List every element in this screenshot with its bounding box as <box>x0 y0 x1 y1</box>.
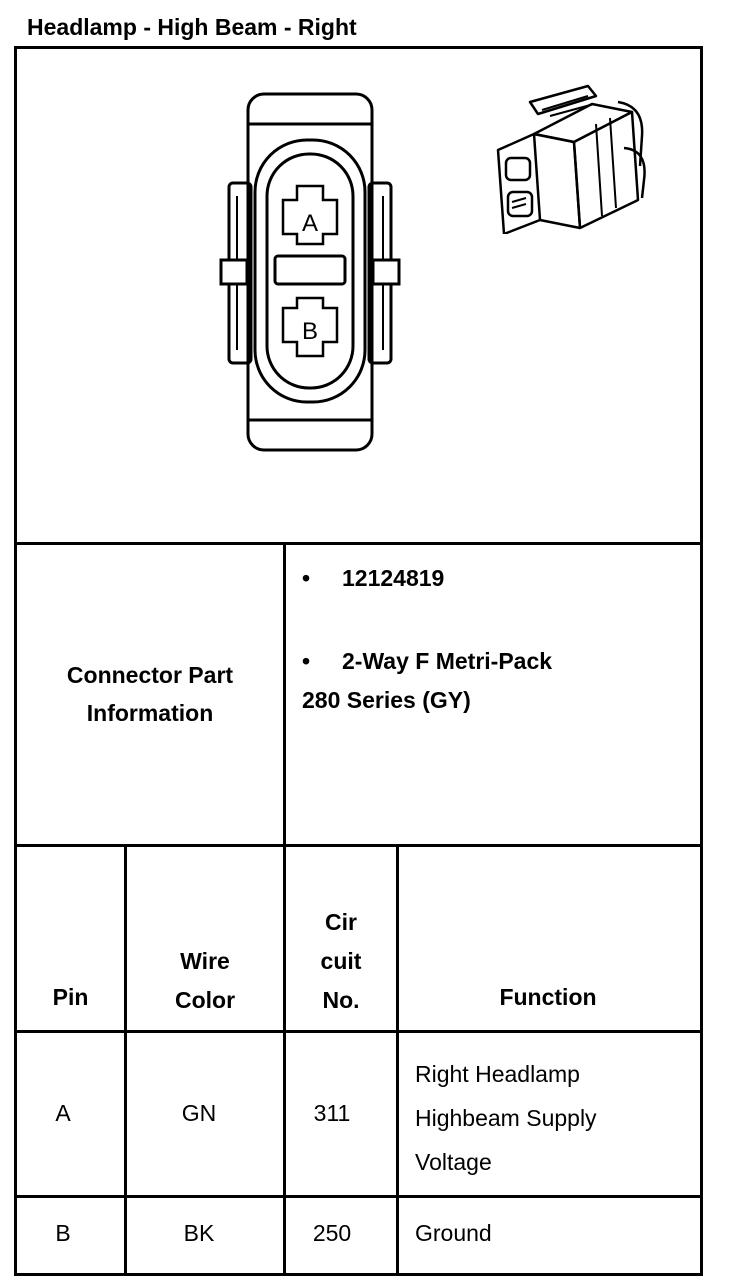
connector-info-label-line2: Information <box>86 700 214 726</box>
cavity-b-label: B <box>302 318 318 345</box>
row-a-wire-color: GN <box>181 1100 217 1126</box>
connector-type-line1: 2-Way F Metri-Pack <box>342 648 553 674</box>
connector-info-label: Connector Part Information <box>17 656 283 732</box>
header-wire-color-line2: Color <box>174 987 236 1013</box>
connector-info-label-line1: Connector Part <box>66 662 234 688</box>
row-divider-image <box>14 542 700 545</box>
bullet-dot: • <box>302 648 311 674</box>
cavity-a-label: A <box>302 210 318 237</box>
document-frame <box>14 46 703 1276</box>
connector-face-drawing: A B <box>215 88 405 458</box>
connector-type-bullet: • 2-Way F Metri-Pack 280 Series (GY) <box>302 642 552 720</box>
header-wire-color: Wire Color <box>127 942 283 1020</box>
row-b-wire-color: BK <box>183 1220 215 1246</box>
part-number-text: 12124819 <box>342 565 445 591</box>
column-divider-circuit <box>396 847 399 1273</box>
header-circuit-line2: cuit <box>320 948 362 974</box>
row-a-function-line2: Highbeam Supply <box>415 1105 597 1131</box>
row-divider-info <box>14 844 700 847</box>
row-divider-header <box>14 1030 700 1033</box>
header-circuit-number: Cir cuit No. <box>286 903 396 1020</box>
connector-isometric-drawing <box>492 84 652 236</box>
row-b-circuit: 250 <box>312 1220 352 1246</box>
part-number-bullet: • 12124819 <box>302 565 444 592</box>
header-circuit-line1: Cir <box>325 909 357 935</box>
row-a-pin: A <box>55 1100 71 1126</box>
row-a-function: Right Headlamp Highbeam Supply Voltage <box>415 1052 695 1184</box>
row-a-circuit: 311 <box>313 1100 351 1126</box>
header-function: Function <box>499 984 597 1010</box>
header-pin: Pin <box>52 984 89 1010</box>
row-b-function: Ground <box>415 1220 492 1246</box>
row-a-function-line1: Right Headlamp <box>415 1061 580 1087</box>
connector-type-line2: 280 Series (GY) <box>302 687 471 713</box>
row-a-function-line3: Voltage <box>415 1149 492 1175</box>
header-wire-color-line1: Wire <box>180 948 230 974</box>
page-title: Headlamp - High Beam - Right <box>27 14 357 40</box>
bullet-dot: • <box>302 565 311 591</box>
column-divider-pin <box>124 847 127 1273</box>
header-circuit-line3: No. <box>322 987 360 1013</box>
row-b-pin: B <box>55 1220 71 1246</box>
row-divider-pin-a <box>14 1195 700 1198</box>
column-divider-info <box>283 545 286 1273</box>
